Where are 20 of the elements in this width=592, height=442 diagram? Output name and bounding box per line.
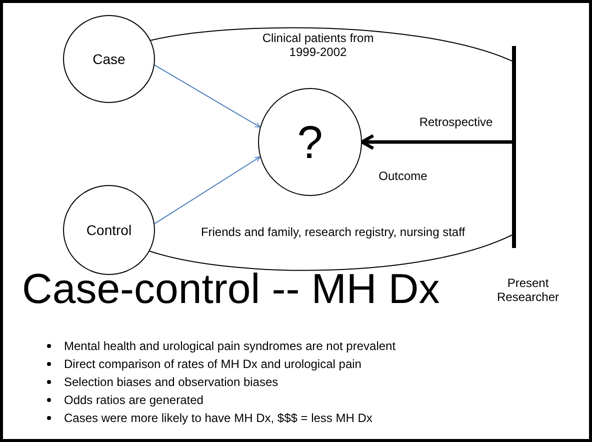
node-caption: Outcome — [378, 169, 428, 183]
node-caption: Present Researcher — [496, 276, 560, 304]
edge-label: Retrospective — [418, 115, 494, 129]
connector-line — [150, 27, 512, 62]
node-label: ? — [297, 115, 323, 169]
arrow — [154, 64, 260, 128]
edge-label: Clinical patients from 1999-2002 — [261, 31, 375, 59]
node-label: Case — [92, 51, 126, 67]
title: Case-control -- MH Dx — [22, 265, 440, 313]
arrow — [360, 134, 512, 150]
node-label: Control — [86, 222, 132, 238]
bullet-text: Selection biases and observation biases — [64, 375, 278, 389]
connector-line — [149, 234, 512, 271]
bullet-text: Mental health and urological pain syndromes are not prevalent — [64, 339, 396, 353]
bullet-text: Direct comparison of rates of MH Dx and urological pain — [64, 357, 362, 371]
arrow — [154, 156, 260, 224]
researcher-bar — [512, 46, 516, 248]
bullet-text: Cases were more likely to have MH Dx, $$$ = less MH Dx — [64, 411, 372, 425]
edge-label: Friends and family, research registry, nursing staff — [200, 225, 466, 239]
bullet-text: Odds ratios are generated — [64, 393, 204, 407]
